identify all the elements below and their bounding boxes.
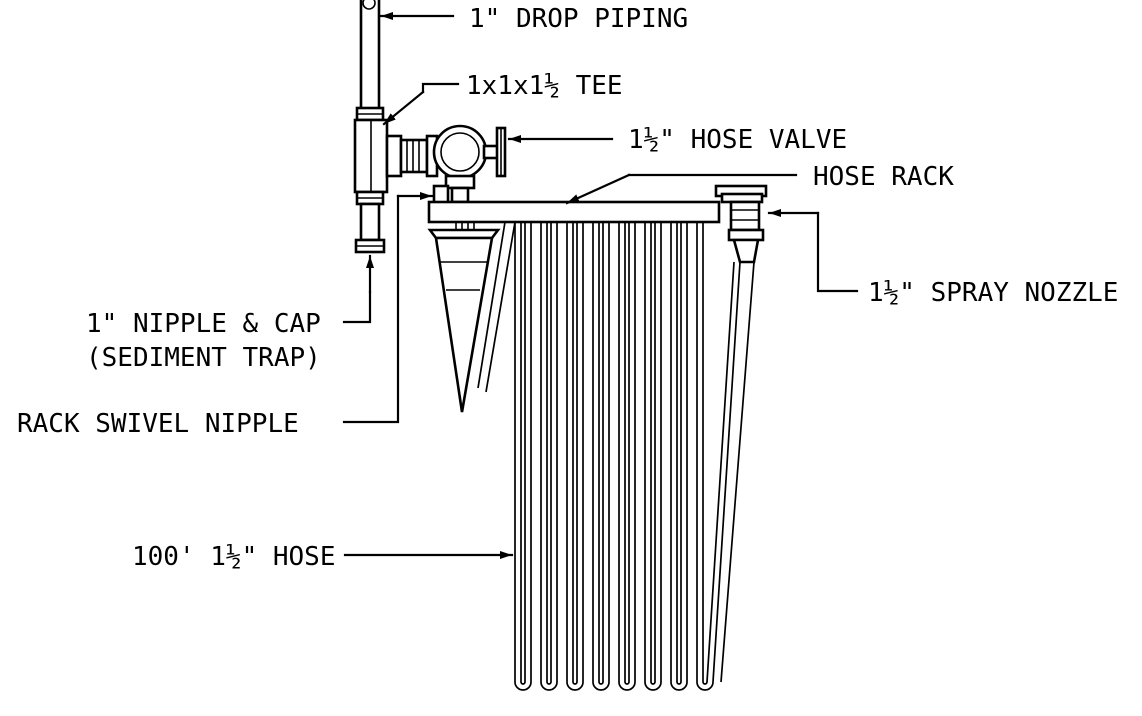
callout-labels: 1" DROP PIPING 1x1x1½ TEE 1½" HOSE VALVE…	[17, 4, 1118, 572]
nipple-and-cap	[354, 190, 386, 254]
hose-valve	[425, 124, 507, 204]
tee-fitting	[353, 118, 403, 194]
spray-nozzle	[714, 184, 768, 264]
label-tee: 1x1x1½ TEE	[466, 71, 623, 101]
label-rack-swivel-nipple: RACK SWIVEL NIPPLE	[17, 409, 299, 439]
label-spray-nozzle: 1½" SPRAY NOZZLE	[868, 278, 1118, 308]
label-hose-rack: HOSE RACK	[813, 162, 954, 192]
label-drop-piping: 1" DROP PIPING	[469, 4, 688, 34]
drop-pipe	[355, 0, 385, 122]
label-hose-valve: 1½" HOSE VALVE	[628, 125, 847, 155]
label-nipple-cap: 1" NIPPLE & CAP	[86, 309, 321, 339]
hose-rack-bar	[427, 200, 721, 231]
leader-lines	[342, 12, 859, 559]
hose-coupling-cone	[427, 221, 516, 413]
label-hose: 100' 1½" HOSE	[132, 542, 336, 572]
folded-hose	[514, 222, 755, 691]
label-sediment-trap: (SEDIMENT TRAP)	[86, 343, 321, 373]
branch-nipple	[399, 138, 429, 174]
